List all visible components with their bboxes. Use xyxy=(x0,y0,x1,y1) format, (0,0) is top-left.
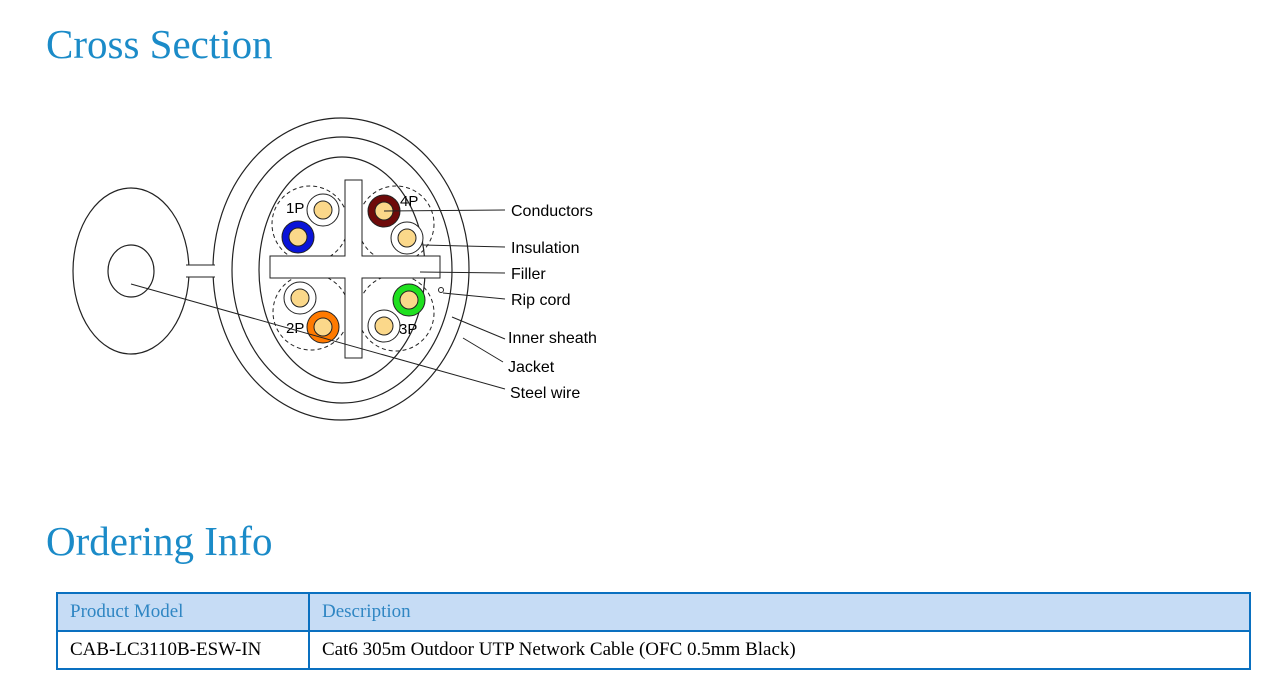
label-inner-sheath: Inner sheath xyxy=(508,330,597,347)
wire-3p-white xyxy=(367,309,401,343)
cell-description: Cat6 305m Outdoor UTP Network Cable (OFC… xyxy=(308,630,1251,670)
pair-label-1p: 1P xyxy=(286,200,304,217)
table-row: CAB-LC3110B-ESW-IN Cat6 305m Outdoor UTP… xyxy=(56,630,1251,670)
cross-section-heading: Cross Section xyxy=(46,21,273,67)
ordering-info-heading: Ordering Info xyxy=(46,518,273,564)
pair-1p-outline xyxy=(271,185,349,263)
pair-label-2p: 2P xyxy=(286,320,304,337)
steel-wire xyxy=(107,244,155,298)
wire-3p-green xyxy=(392,283,426,317)
wire-1p-blue xyxy=(281,220,315,254)
header-product-model: Product Model xyxy=(56,592,310,632)
label-steel-wire: Steel wire xyxy=(510,385,580,402)
filler-cross xyxy=(269,179,441,359)
leader-lines xyxy=(130,209,506,390)
steel-wire-jacket xyxy=(72,187,190,355)
pair-2p-outline xyxy=(272,273,350,351)
label-rip-cord: Rip cord xyxy=(511,292,571,309)
wire-1p-white xyxy=(306,193,340,227)
pair-4p-outline xyxy=(357,185,435,263)
label-conductors: Conductors xyxy=(511,203,593,220)
cell-product-model: CAB-LC3110B-ESW-IN xyxy=(56,630,310,670)
jacket-inner xyxy=(231,136,453,404)
label-insulation: Insulation xyxy=(511,240,580,257)
pair-3p-outline xyxy=(357,274,435,352)
wire-2p-orange xyxy=(306,310,340,344)
wire-2p-white xyxy=(283,281,317,315)
label-jacket: Jacket xyxy=(508,359,555,376)
table-header-row: Product Model Description xyxy=(56,592,1251,632)
wire-4p-white xyxy=(390,221,424,255)
ordering-table: Product Model Description CAB-LC3110B-ES… xyxy=(56,592,1251,670)
rip-cord xyxy=(438,287,444,293)
header-description: Description xyxy=(308,592,1251,632)
label-filler: Filler xyxy=(511,266,546,283)
pair-label-3p: 3P xyxy=(399,321,417,338)
pair-label-4p: 4P xyxy=(400,193,418,210)
